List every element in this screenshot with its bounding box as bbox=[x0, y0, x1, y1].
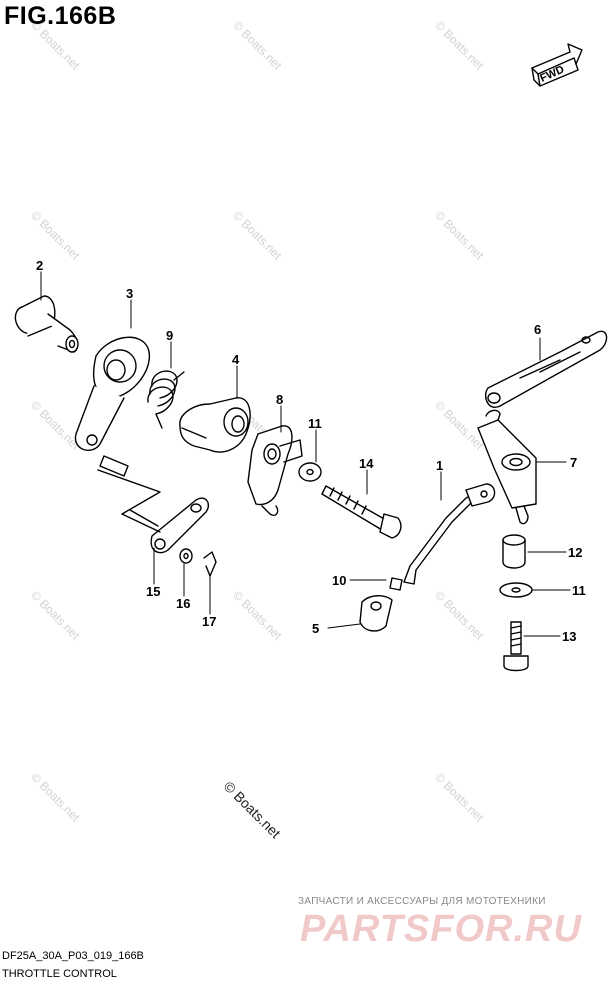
bolt-part-13 bbox=[503, 621, 529, 672]
brand-tagline: ЗАПЧАСТИ И АКСЕССУАРЫ ДЛЯ МОТОТЕХНИКИ bbox=[298, 896, 546, 907]
lever-part-15 bbox=[129, 497, 210, 554]
washer-part-16 bbox=[179, 548, 193, 564]
callout-11: 11 bbox=[308, 416, 322, 431]
figure-title: FIG.166B bbox=[4, 2, 117, 30]
callout-7: 7 bbox=[570, 455, 577, 470]
bushing-part-2 bbox=[14, 295, 79, 353]
link-arm-part-6 bbox=[484, 330, 608, 408]
callout-13: 13 bbox=[562, 629, 576, 644]
callout-4: 4 bbox=[232, 352, 240, 367]
spring-part-9 bbox=[147, 370, 185, 429]
callout-14: 14 bbox=[359, 456, 374, 471]
set-screw-part-10 bbox=[389, 577, 403, 591]
throttle-lever-part-3 bbox=[74, 336, 150, 452]
brand-logo: PARTSFOR.RU bbox=[300, 908, 582, 950]
bolt-part-14 bbox=[321, 485, 402, 539]
rod-joint-part-5 bbox=[359, 595, 393, 632]
callout-12: 12 bbox=[568, 545, 582, 560]
washer-part-11 bbox=[298, 462, 322, 482]
figure-subtitle: THROTTLE CONTROL bbox=[2, 968, 117, 980]
washer-part-11-right bbox=[499, 582, 533, 598]
pin bbox=[97, 455, 161, 533]
callout-15: 15 bbox=[146, 584, 160, 599]
clip-part-17 bbox=[203, 551, 217, 577]
callout-5: 5 bbox=[312, 621, 319, 636]
callout-9: 9 bbox=[166, 328, 173, 343]
callout-6: 6 bbox=[534, 322, 541, 337]
fwd-arrow-icon bbox=[531, 43, 583, 87]
leader-lines bbox=[40, 271, 571, 637]
callout-2: 2 bbox=[36, 258, 43, 273]
bracket-part-8 bbox=[247, 425, 303, 516]
collar-part-12 bbox=[502, 534, 526, 569]
lever-block-part-7 bbox=[477, 409, 537, 525]
throttle-rod-part-1 bbox=[403, 483, 496, 585]
figure-code: DF25A_30A_P03_019_166B bbox=[2, 950, 144, 962]
callout-3: 3 bbox=[126, 286, 133, 301]
callout-11-right: 11 bbox=[572, 583, 586, 598]
callout-1: 1 bbox=[436, 458, 443, 473]
callout-10: 10 bbox=[332, 573, 346, 588]
callout-17: 17 bbox=[202, 614, 216, 629]
cam-part-4 bbox=[179, 397, 251, 453]
callout-8: 8 bbox=[276, 392, 283, 407]
callout-16: 16 bbox=[176, 596, 190, 611]
